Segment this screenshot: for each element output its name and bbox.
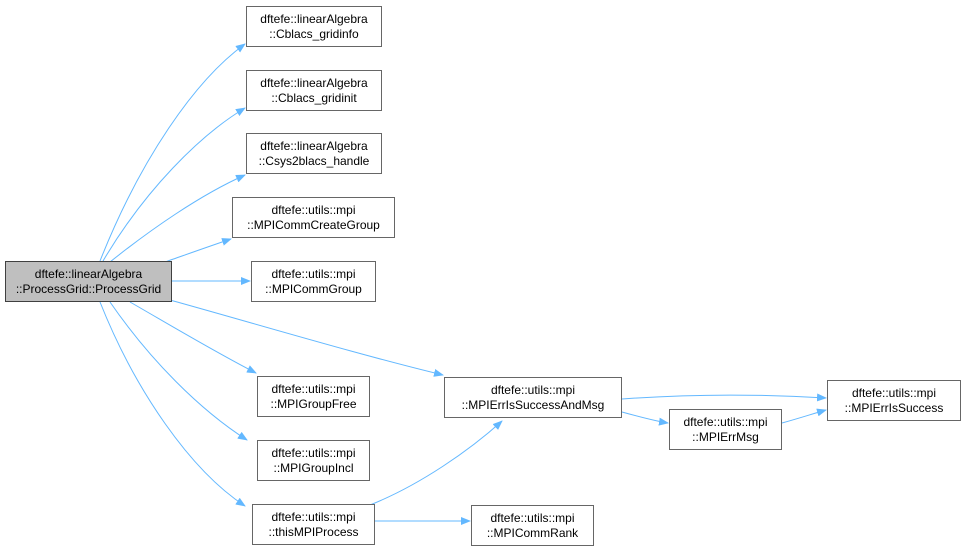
node-mpierrmsg[interactable]: dftefe::utils::mpi ::MPIErrMsg (669, 409, 782, 450)
edge-errmsg-to-errissuccess (781, 408, 827, 424)
edge-root-to-thisprocess (99, 301, 246, 507)
node-thismpiprocess[interactable]: dftefe::utils::mpi ::thisMPIProcess (252, 504, 375, 545)
node-csys2blacs-handle[interactable]: dftefe::linearAlgebra ::Csys2blacs_handl… (246, 133, 382, 174)
node-mpicommrank[interactable]: dftefe::utils::mpi ::MPICommRank (471, 505, 594, 546)
node-label-line2: ::thisMPIProcess (268, 524, 359, 539)
node-label-line2: ::ProcessGrid::ProcessGrid (15, 281, 162, 296)
node-label-line2: ::MPICommRank (486, 525, 579, 540)
node-label-line1: dftefe::utils::mpi (271, 202, 356, 217)
node-label-line1: dftefe::utils::mpi (271, 509, 356, 524)
node-cblacs-gridinfo[interactable]: dftefe::linearAlgebra ::Cblacs_gridinfo (246, 6, 382, 47)
node-label-line1: dftefe::linearAlgebra (260, 75, 368, 90)
node-label-line1: dftefe::utils::mpi (490, 382, 576, 397)
node-label-line1: dftefe::linearAlgebra (34, 266, 143, 281)
edge-root-to-errissuccessandmsg (169, 299, 444, 377)
node-label-line1: dftefe::utils::mpi (271, 445, 356, 460)
node-label-line2: ::MPIErrMsg (692, 429, 759, 444)
node-label-line1: dftefe::utils::mpi (271, 381, 356, 396)
edge-root-to-gridinit (102, 107, 246, 262)
node-label-line1: dftefe::utils::mpi (490, 510, 575, 525)
node-mpigroupincl[interactable]: dftefe::utils::mpi ::MPIGroupIncl (257, 440, 370, 481)
edge-root-to-gridinfo (99, 43, 246, 262)
edge-errissuccessandmsg-to-errissuccess (621, 393, 827, 402)
node-label-line1: dftefe::utils::mpi (271, 266, 356, 281)
node-mpicommgroup[interactable]: dftefe::utils::mpi ::MPICommGroup (251, 261, 376, 302)
node-label-line2: ::MPICommGroup (265, 281, 362, 296)
node-label-line2: ::Cblacs_gridinit (271, 90, 357, 105)
node-label-line2: ::Csys2blacs_handle (258, 153, 370, 168)
edge-errissuccessandmsg-to-errmsg (621, 411, 669, 426)
node-label-line1: dftefe::linearAlgebra (260, 11, 368, 26)
edge-root-to-sys2blacs (109, 174, 246, 263)
edge-thisprocess-to-errissuccessandmsg (369, 420, 503, 506)
node-label-line2: ::MPIErrIsSuccess (844, 400, 944, 415)
node-label-line2: ::MPIErrIsSuccessAndMsg (461, 397, 605, 412)
node-label-line1: dftefe::utils::mpi (851, 385, 937, 400)
node-mpicommcreategroup[interactable]: dftefe::utils::mpi ::MPICommCreateGroup (232, 197, 395, 238)
edge-root-to-groupfree (129, 301, 257, 374)
node-processgrid[interactable]: dftefe::linearAlgebra ::ProcessGrid::Pro… (5, 261, 172, 302)
edge-root-to-groupincl (109, 301, 248, 441)
node-label-line2: ::MPIGroupFree (270, 396, 357, 411)
edge-root-to-commcreategroup (164, 238, 232, 263)
node-mpierrissuccessandmsg[interactable]: dftefe::utils::mpi ::MPIErrIsSuccessAndM… (444, 377, 622, 418)
node-label-line1: dftefe::linearAlgebra (260, 138, 368, 153)
node-label-line2: ::Cblacs_gridinfo (269, 26, 359, 41)
node-label-line2: ::MPIGroupIncl (273, 460, 354, 475)
node-mpigroupfree[interactable]: dftefe::utils::mpi ::MPIGroupFree (257, 376, 370, 417)
node-cblacs-gridinit[interactable]: dftefe::linearAlgebra ::Cblacs_gridinit (246, 70, 382, 111)
node-label-line1: dftefe::utils::mpi (683, 414, 768, 429)
node-label-line2: ::MPICommCreateGroup (247, 217, 380, 232)
node-mpierrissuccess[interactable]: dftefe::utils::mpi ::MPIErrIsSuccess (827, 380, 961, 421)
